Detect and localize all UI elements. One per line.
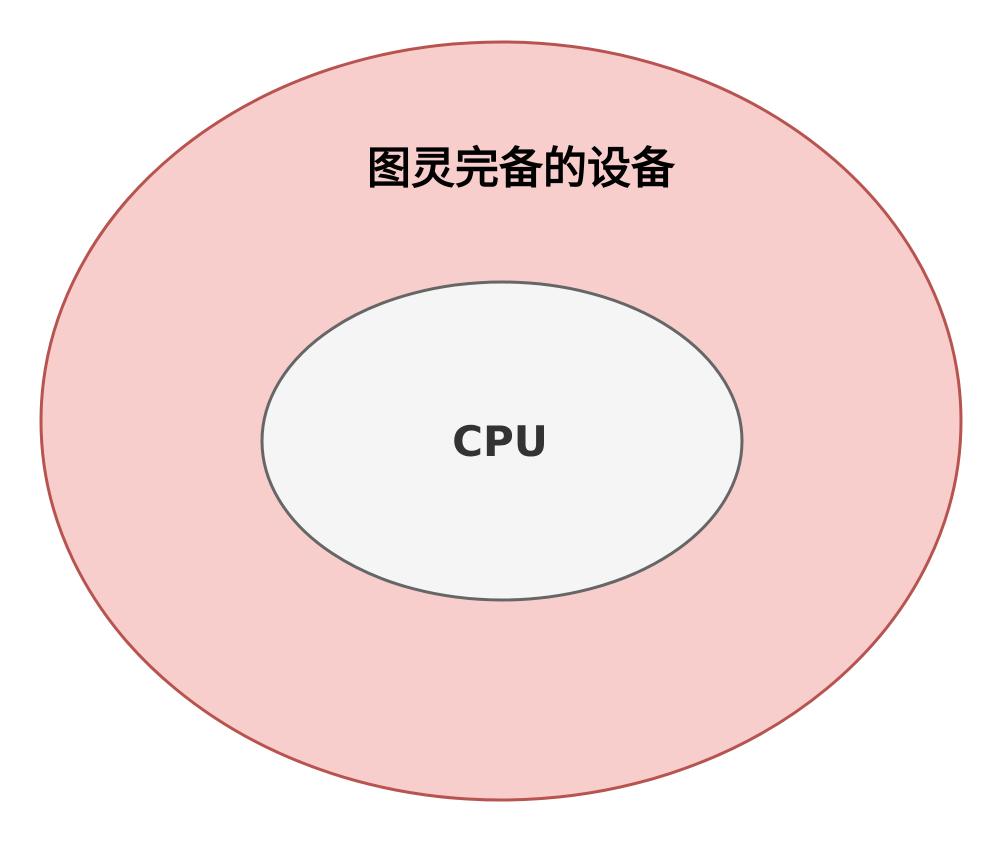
outer-set-label: 图灵完备的设备	[367, 143, 676, 194]
inner-set-ellipse	[260, 280, 744, 602]
inner-set-label: CPU	[452, 417, 548, 466]
